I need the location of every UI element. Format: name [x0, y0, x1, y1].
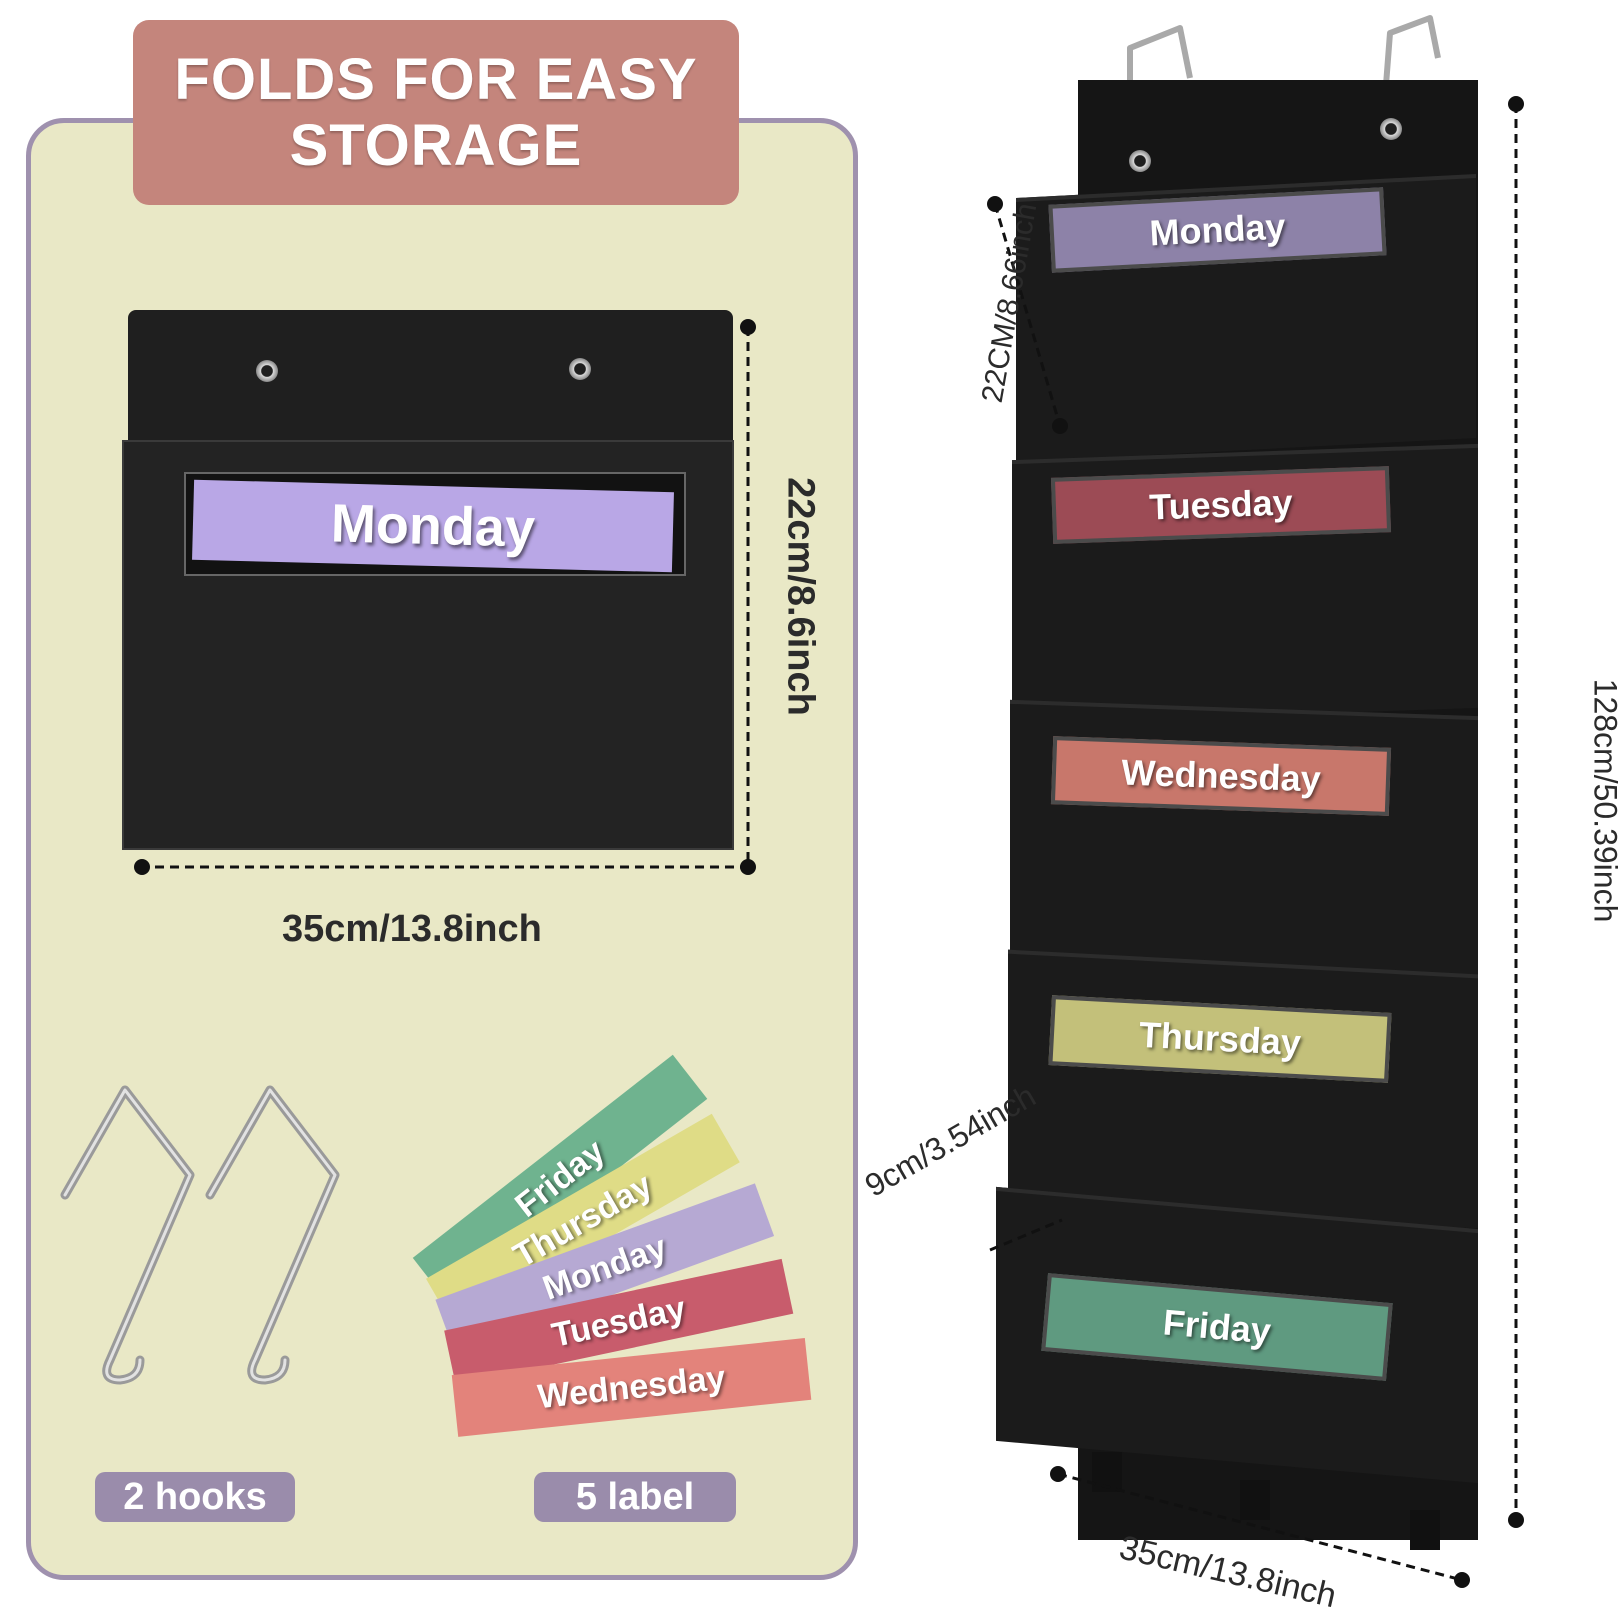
organizer-dimension-lines: [987, 96, 1524, 1588]
organizer-height-label: 128cm/50.39inch: [1587, 678, 1624, 923]
grommet-icon: [256, 360, 278, 382]
door-hooks-icon: [60, 1085, 340, 1385]
banner-line-2: STORAGE: [289, 112, 583, 178]
hooks-count-badge: 2 hooks: [95, 1472, 295, 1522]
pocket-flap: [128, 310, 733, 445]
labels-count-badge: 5 label: [534, 1472, 736, 1522]
grommet-icon: [569, 358, 591, 380]
banner-line-1: FOLDS FOR EASY: [174, 46, 698, 112]
grommet-icon: [1380, 118, 1402, 140]
bottom-strap: [1240, 1480, 1270, 1520]
bottom-strap: [1410, 1510, 1440, 1550]
storage-banner: FOLDS FOR EASY STORAGE: [133, 20, 739, 205]
pocket-dimension-lines: [134, 319, 756, 875]
grommet-icon: [1129, 150, 1151, 172]
pocket-width-label: 35cm/13.8inch: [282, 908, 542, 950]
